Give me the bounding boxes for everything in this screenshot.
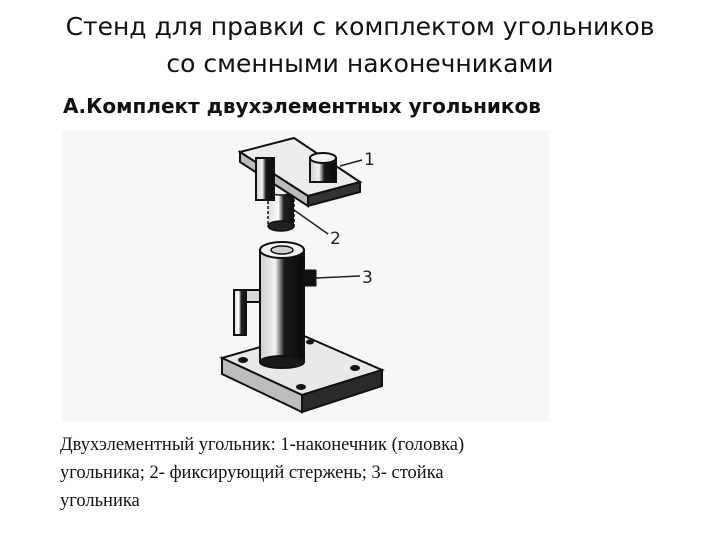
figure-caption: Двухэлементный угольник: 1-наконечник (г… (60, 431, 620, 515)
leader-lines (293, 159, 363, 279)
slide-title-line-1: Стенд для правки с комплектом угольников (65, 12, 655, 41)
stand-post (233, 241, 317, 369)
slide-title-line-2: со сменными наконечниками (166, 49, 554, 78)
section-subtitle: А.Комплект двухэлементных угольников (63, 94, 541, 118)
callout-label-1: 1 (364, 150, 375, 170)
callout-label-3: 3 (362, 268, 373, 288)
callout-label-2: 2 (330, 229, 341, 249)
caption-line-2: угольника; 2- фиксирующий стержень; 3- с… (60, 463, 444, 483)
slide-title: Стенд для правки с комплектом угольников… (0, 8, 720, 82)
caption-line-1: Двухэлементный угольник: 1-наконечник (г… (60, 435, 465, 455)
caption-line-3: угольника (60, 491, 140, 511)
angle-stand-illustration: 1 2 3 (62, 130, 550, 422)
illustration-svg: 1 2 3 (219, 136, 385, 414)
tip-head (237, 136, 363, 208)
